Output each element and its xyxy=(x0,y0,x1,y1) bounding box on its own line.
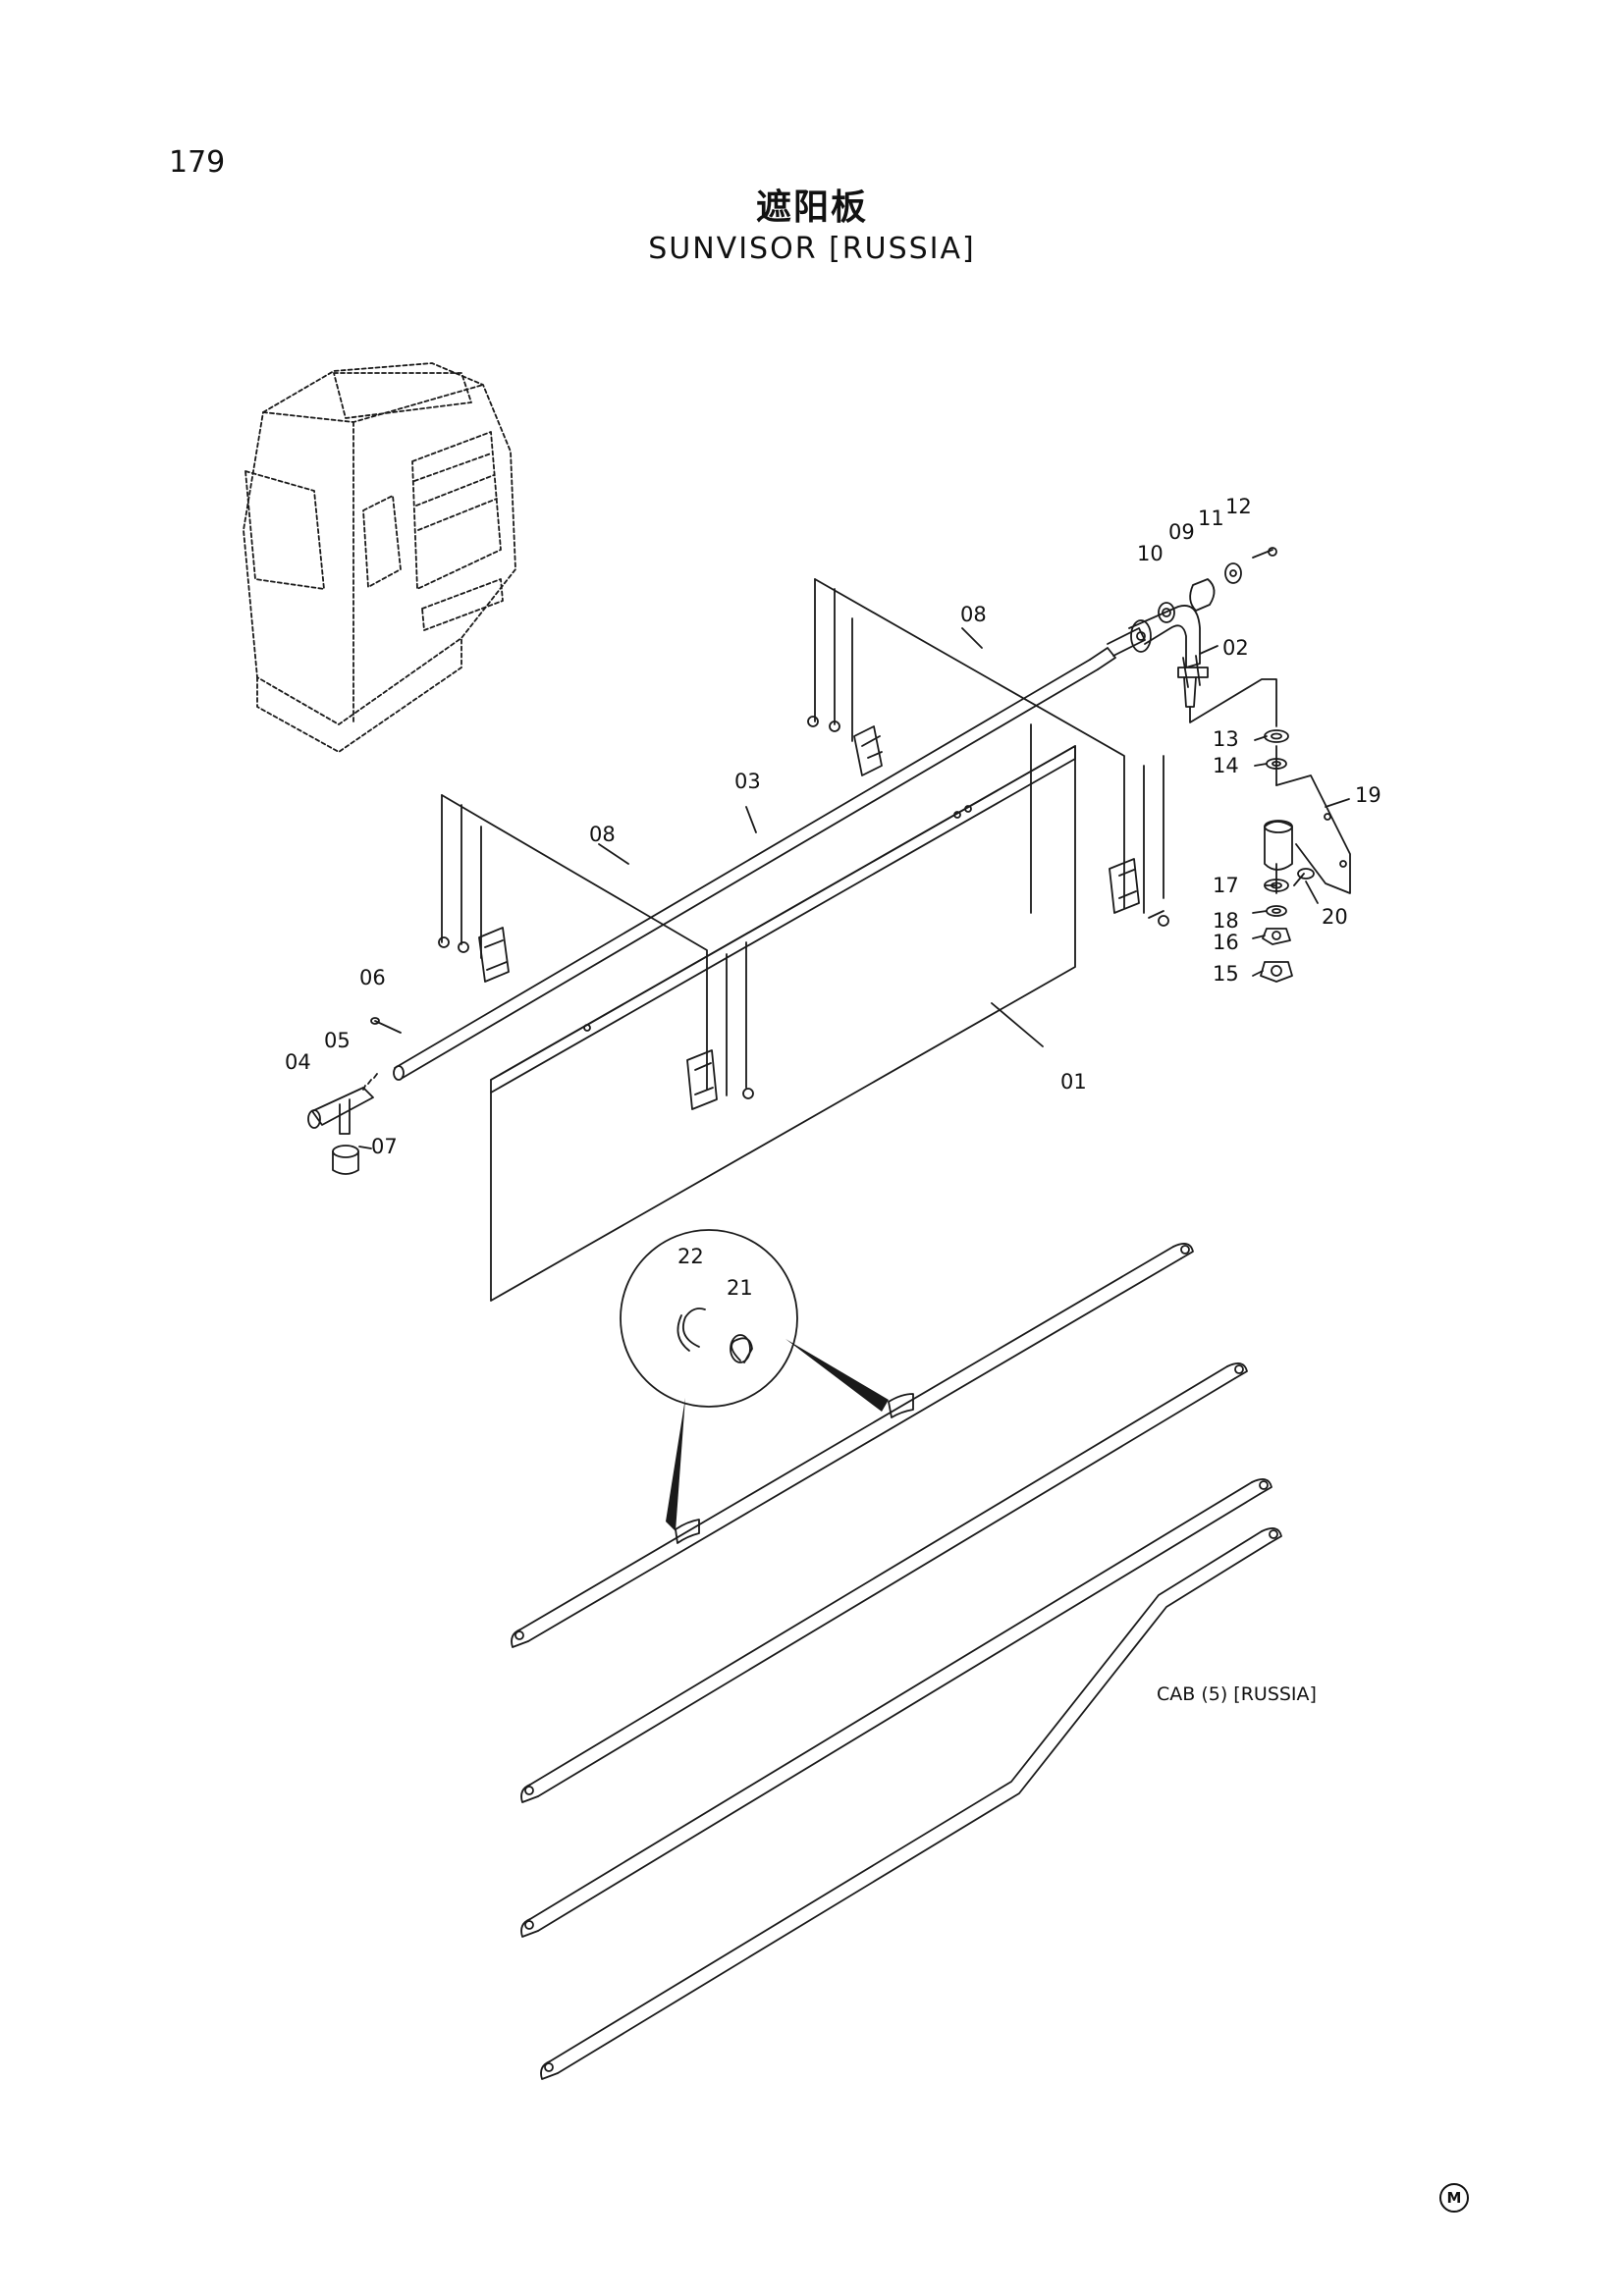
fasteners-09-12 xyxy=(1159,548,1276,622)
callout-part-19: 19 xyxy=(1355,783,1381,807)
callout-part-08-right: 08 xyxy=(960,603,987,626)
callout-part-15: 15 xyxy=(1213,962,1239,986)
bracket-19 xyxy=(1265,775,1350,893)
callout-part-12: 12 xyxy=(1225,495,1252,518)
hinge-assemblies xyxy=(439,579,1168,1109)
lower-rods xyxy=(512,1244,1281,2079)
bracket-02 xyxy=(1129,606,1208,707)
page-title-chinese: 遮阳板 xyxy=(755,187,868,228)
callout-part-10: 10 xyxy=(1137,542,1164,565)
callout-part-05: 05 xyxy=(324,1029,351,1052)
page-title-english: SUNVISOR [RUSSIA] xyxy=(648,232,976,266)
callout-part-07: 07 xyxy=(371,1135,398,1158)
callout-part-01: 01 xyxy=(1060,1070,1087,1094)
callout-part-21: 21 xyxy=(727,1276,753,1300)
callout-part-18: 18 xyxy=(1213,909,1239,933)
callout-part-16: 16 xyxy=(1213,931,1239,954)
cab-reference-caption: CAB (5) [RUSSIA] xyxy=(1157,1683,1317,1705)
page-number: 179 xyxy=(169,145,226,180)
callout-part-22: 22 xyxy=(677,1245,704,1268)
callout-part-17: 17 xyxy=(1213,874,1239,897)
detail-circle xyxy=(621,1230,797,1407)
sunvisor-panel xyxy=(491,746,1075,1301)
leader-lines xyxy=(359,628,1349,1148)
callout-part-06: 06 xyxy=(359,966,386,989)
callout-part-20: 20 xyxy=(1322,905,1348,929)
circled-m-mark: M xyxy=(1439,2183,1469,2213)
washers-nuts-15-18 xyxy=(1261,880,1292,982)
callout-part-03: 03 xyxy=(734,770,761,793)
callout-part-04: 04 xyxy=(285,1050,311,1074)
callout-part-13: 13 xyxy=(1213,727,1239,751)
callout-part-09: 09 xyxy=(1168,520,1195,544)
cab-overview-illustration xyxy=(244,363,515,752)
detail-pointers xyxy=(666,1339,889,1531)
rod-assembly xyxy=(394,628,1145,1080)
bolt-20 xyxy=(1294,869,1314,885)
callout-part-08-left: 08 xyxy=(589,823,616,846)
handle-parts xyxy=(308,1018,401,1174)
washer-leader-lines xyxy=(1190,679,1276,893)
callout-part-14: 14 xyxy=(1213,754,1239,777)
callout-part-02: 02 xyxy=(1222,636,1249,660)
callout-part-11: 11 xyxy=(1198,507,1224,530)
